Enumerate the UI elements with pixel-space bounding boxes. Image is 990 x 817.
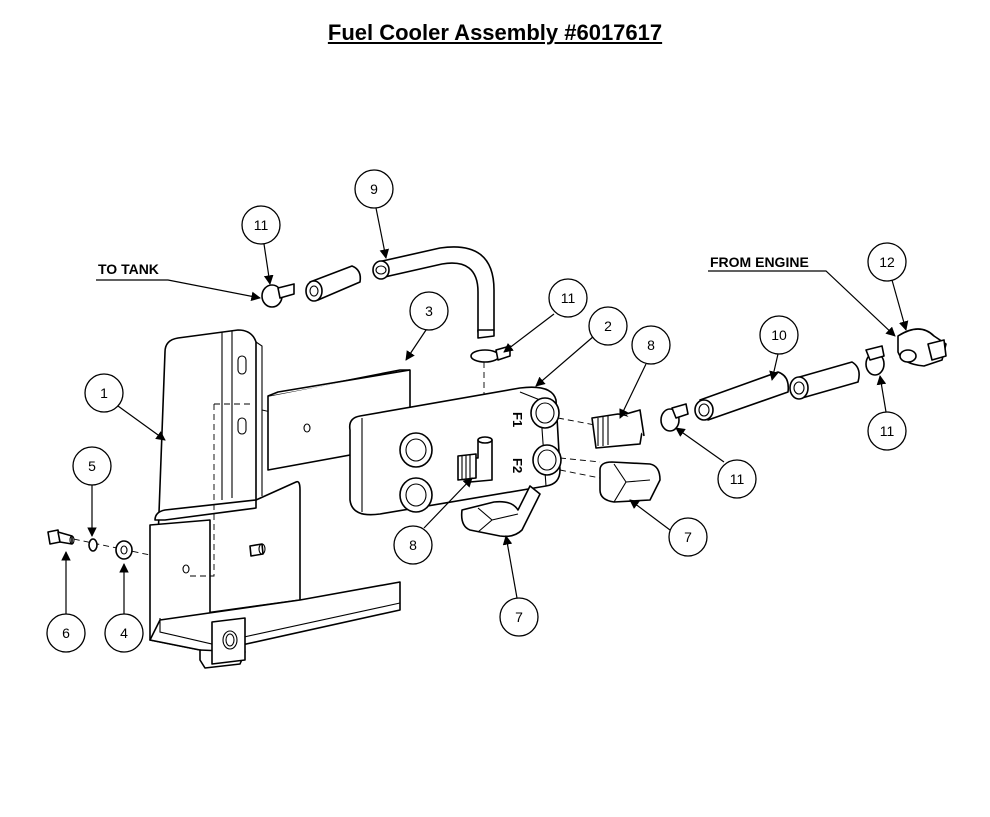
hose-clamp-left — [261, 283, 295, 308]
balloon-8-right: 8 — [631, 325, 671, 365]
svg-text:10: 10 — [771, 327, 787, 343]
balloon-7-lower: 7 — [499, 597, 539, 637]
lock-washer — [88, 538, 98, 552]
balloon-1: 1 — [84, 373, 124, 413]
balloon-5: 5 — [72, 446, 112, 486]
svg-text:4: 4 — [120, 625, 128, 641]
mounting-bracket — [149, 329, 401, 669]
svg-text:9: 9 — [370, 181, 378, 197]
hose-clamp-center — [470, 345, 511, 363]
balloon-3: 3 — [409, 291, 449, 331]
balloon-4: 4 — [104, 613, 144, 653]
svg-text:11: 11 — [730, 471, 745, 487]
short-hose-left — [305, 265, 362, 302]
svg-text:12: 12 — [879, 254, 895, 270]
port-mark-f1: F1 — [510, 412, 525, 427]
svg-text:2: 2 — [604, 318, 612, 334]
port-left-upper — [399, 432, 433, 468]
balloon-11-right: 11 — [717, 459, 757, 499]
hose-clamp-right — [660, 403, 689, 432]
balloon-11-left: 11 — [241, 205, 281, 245]
port-mark-f2: F2 — [510, 458, 525, 473]
balloon-11-far-right: 11 — [867, 411, 907, 451]
elbow-fitting-right — [591, 409, 645, 449]
flat-washer — [115, 540, 133, 560]
supply-hose — [694, 361, 860, 421]
fuel-cooler-body: F1 F2 — [348, 386, 562, 516]
svg-text:7: 7 — [515, 609, 523, 625]
port-right-upper — [530, 397, 560, 429]
ninety-fitting-right — [599, 461, 661, 503]
port-left-lower — [399, 477, 433, 513]
svg-text:11: 11 — [880, 423, 895, 439]
balloon-8-center: 8 — [393, 525, 433, 565]
balloon-2: 2 — [588, 306, 628, 346]
bolt — [47, 529, 75, 545]
balloon-9: 9 — [354, 169, 394, 209]
hose-clamp-far-right — [865, 345, 885, 376]
balloon-7-right: 7 — [668, 517, 708, 557]
callout-from-engine: FROM ENGINE — [710, 254, 809, 270]
svg-text:1: 1 — [100, 385, 108, 401]
ninety-fitting-lower — [460, 485, 541, 538]
callout-to-tank: TO TANK — [98, 261, 159, 277]
elbow-fitting-center — [457, 436, 493, 483]
svg-text:8: 8 — [409, 537, 417, 553]
svg-text:6: 6 — [62, 625, 70, 641]
svg-text:7: 7 — [684, 529, 692, 545]
balloon-11-center: 11 — [548, 278, 588, 318]
svg-text:11: 11 — [561, 290, 576, 306]
svg-text:8: 8 — [647, 337, 655, 353]
diagram-title: Fuel Cooler Assembly #6017617 — [327, 20, 663, 45]
return-hose — [372, 246, 495, 339]
balloon-12: 12 — [867, 242, 907, 282]
inlet-fitting — [897, 328, 947, 367]
svg-text:3: 3 — [425, 303, 433, 319]
svg-text:11: 11 — [254, 217, 269, 233]
balloon-10: 10 — [759, 315, 799, 355]
svg-text:5: 5 — [88, 458, 96, 474]
port-right-lower — [532, 444, 562, 476]
balloon-6: 6 — [46, 613, 86, 653]
